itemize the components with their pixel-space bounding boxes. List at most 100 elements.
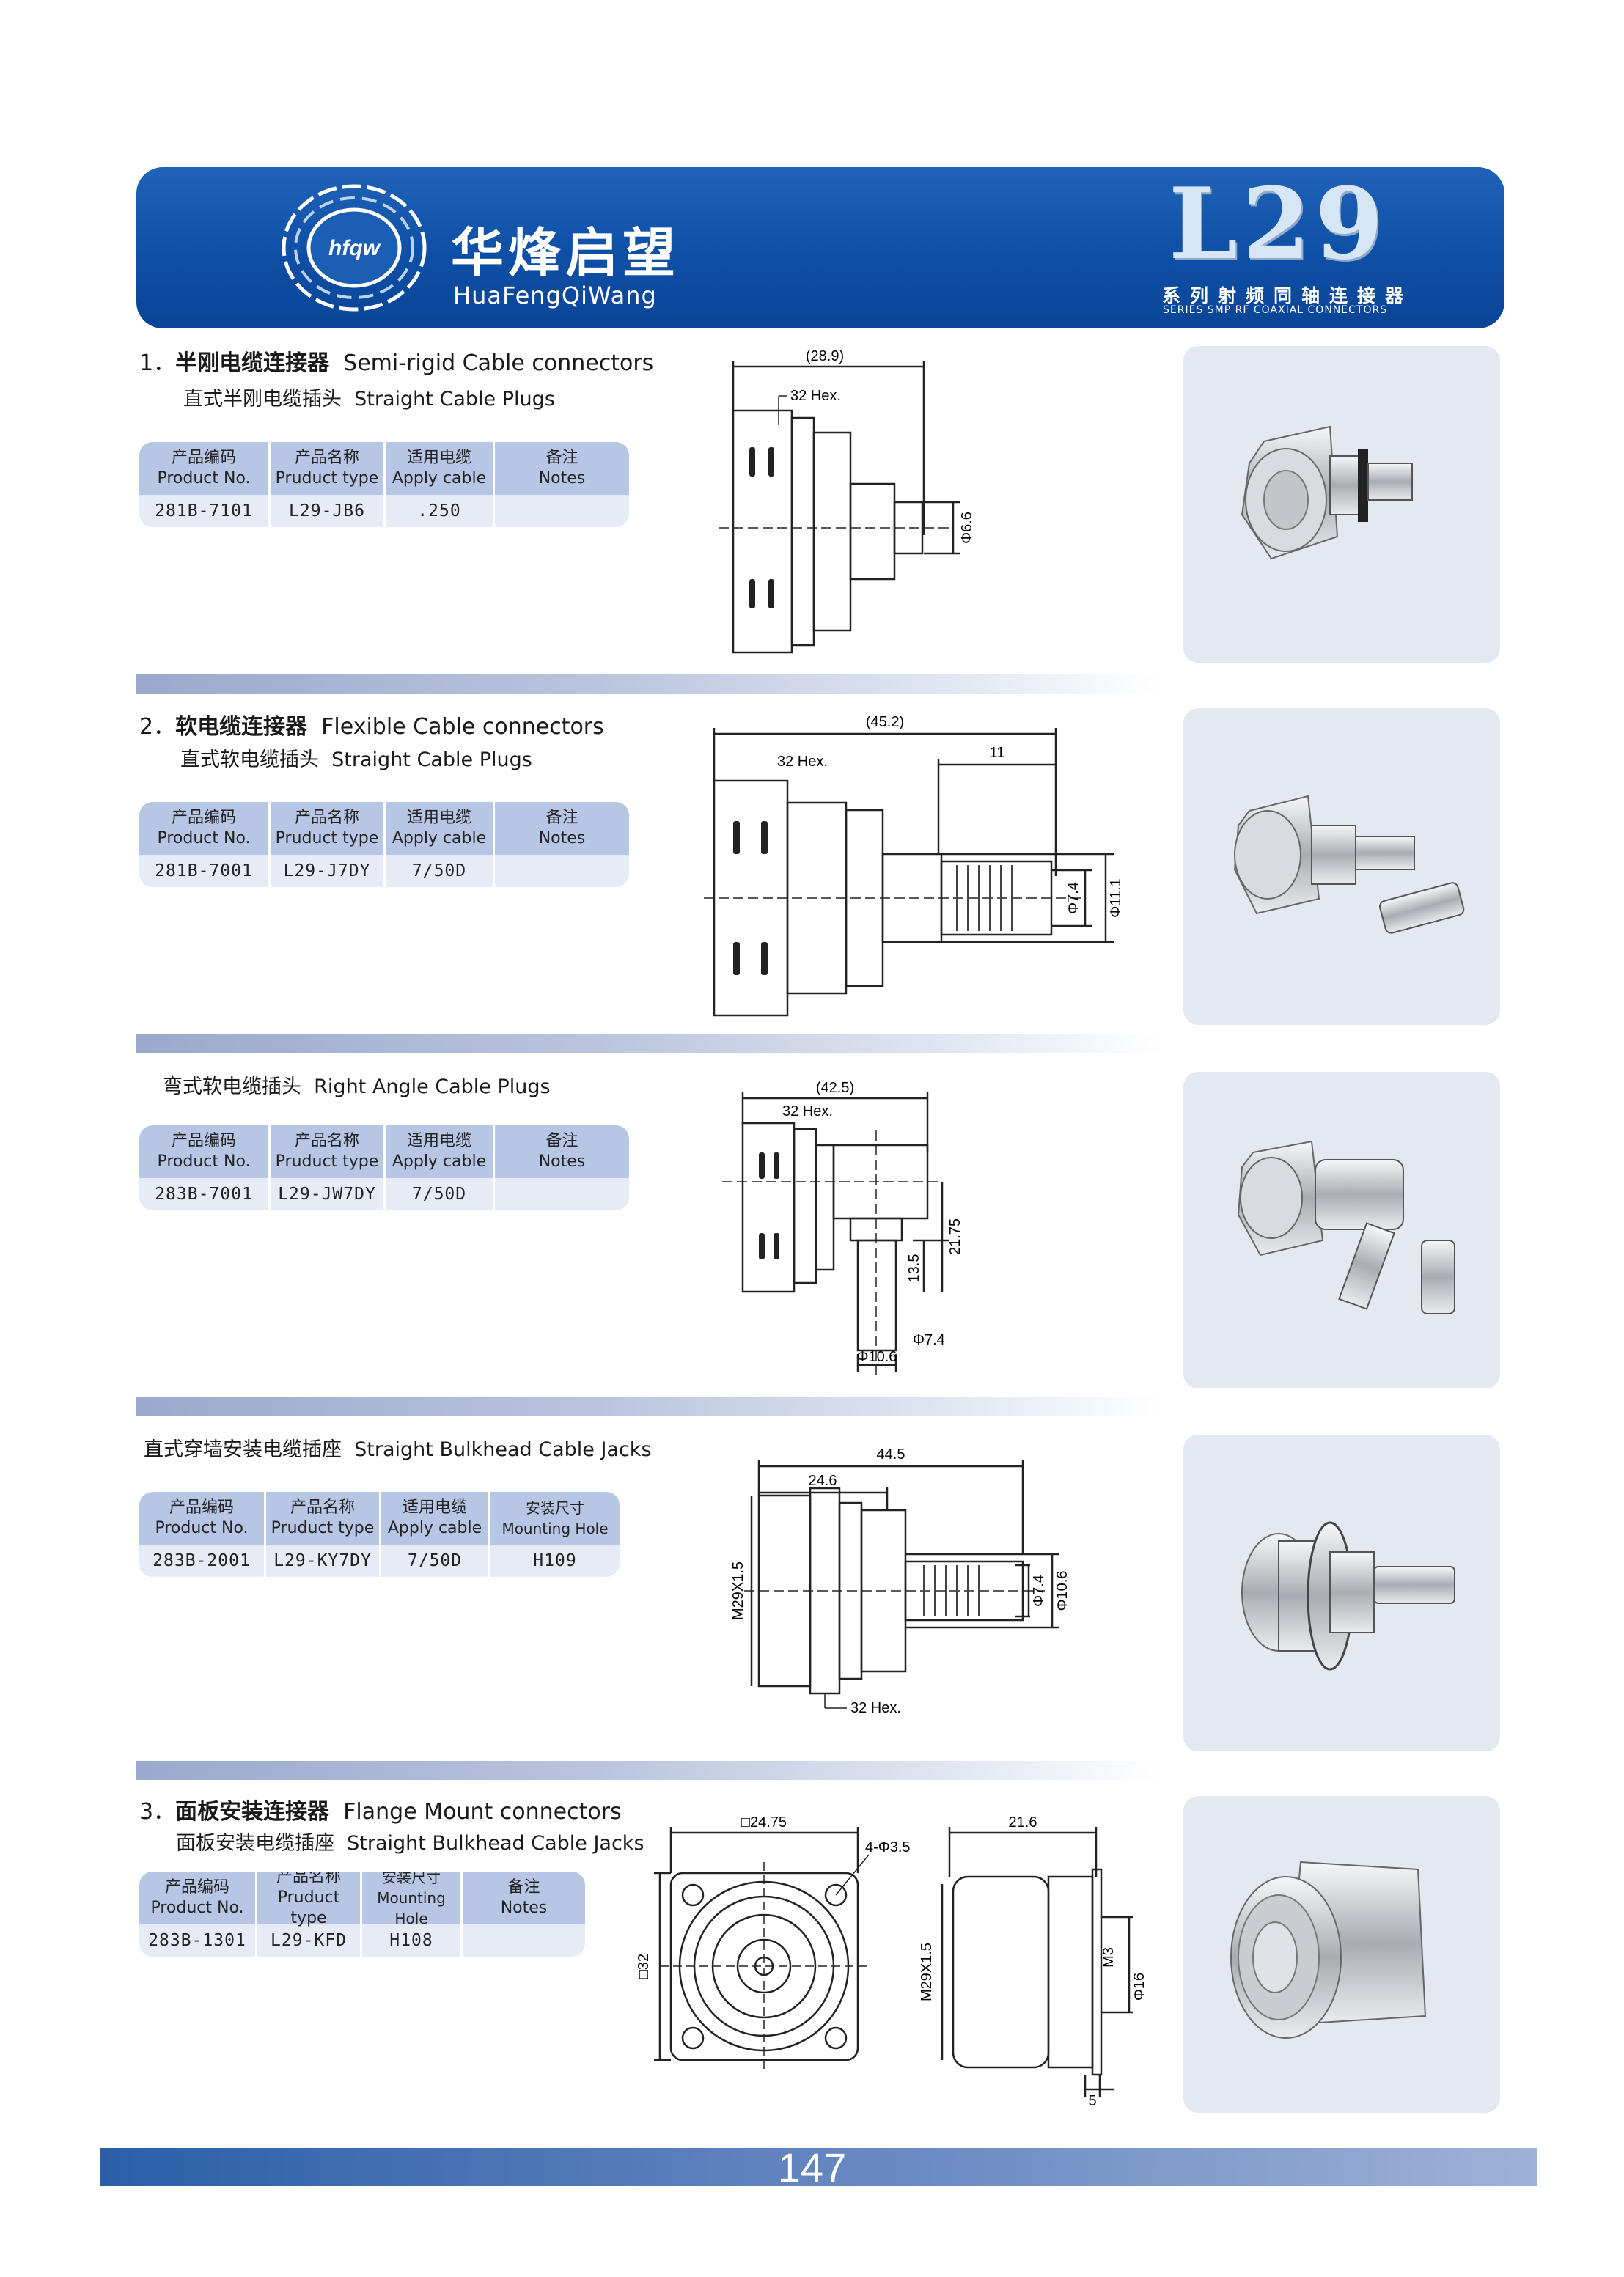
dim-hex: 32 Hex. xyxy=(790,388,841,404)
cell-notes xyxy=(495,495,629,527)
cell-notes xyxy=(463,1924,585,1957)
dim-thread: M29X1.5 xyxy=(730,1561,746,1620)
drawing-right-angle-plug: (42.5) 32 Hex. 13.5 21.75 Φ7.4 Φ10.6 xyxy=(722,1080,963,1380)
section-title-cn: 面板安装连接器 xyxy=(175,1799,330,1825)
drawing-flange-jack: □24.75 4-Φ3.5 □32 21.6 M29X1.5 M3 Φ16 5 xyxy=(636,1814,1144,2109)
series-code: L29 xyxy=(1169,166,1388,282)
subtitle-cn: 弯式软电缆插头 xyxy=(163,1075,301,1098)
table-row: 281B-7001 L29-J7DY 7/50D xyxy=(139,855,629,887)
dim-dia-inner: Φ7.4 xyxy=(913,1332,945,1348)
series-title-en: SERIES SMP RF COAXIAL CONNECTORS xyxy=(1163,304,1388,316)
brand-name-cn: 华烽启望 xyxy=(451,221,680,284)
photo-panel-3 xyxy=(1183,1072,1500,1388)
section-title-en: Semi-rigid Cable connectors xyxy=(343,350,654,376)
section-title-cn: 软电缆连接器 xyxy=(175,714,308,740)
dim-hex: 32 Hex. xyxy=(777,754,828,770)
dim-dia-inner: Φ7.4 xyxy=(1031,1575,1047,1607)
cell-product-type: L29-JB6 xyxy=(271,495,386,527)
section-3-subtitle: 弯式软电缆插头 Right Angle Cable Plugs xyxy=(163,1070,551,1099)
dim-thread: M29X1.5 xyxy=(919,1943,935,2001)
product-photo-flexible-plug xyxy=(1233,795,1465,934)
cell-product-type: L29-J7DY xyxy=(271,855,386,887)
subtitle-en: Right Angle Cable Plugs xyxy=(314,1075,551,1098)
section-5-title: 3．面板安装连接器 Flange Mount connectors xyxy=(139,1793,622,1825)
photo-panel-5 xyxy=(1183,1796,1500,2113)
table-row: 283B-2001 L29-KY7DY 7/50D H109 xyxy=(139,1545,620,1577)
section-1-subtitle: 直式半刚电缆插头 Straight Cable Plugs xyxy=(183,383,555,411)
section-number: 2． xyxy=(139,714,176,740)
cell-product-no: 281B-7101 xyxy=(139,495,271,527)
footer-bar xyxy=(100,2148,1537,2186)
dim-dia-outer: Φ10.6 xyxy=(1054,1571,1070,1611)
section-1-title: 1．半刚电缆连接器 Semi-rigid Cable connectors xyxy=(139,345,653,377)
cell-notes xyxy=(495,1178,629,1210)
section-5-subtitle: 面板安装电缆插座 Straight Bulkhead Cable Jacks xyxy=(176,1827,644,1855)
divider-bar xyxy=(136,1034,1163,1053)
cell-apply-cable: 7/50D xyxy=(381,1545,490,1577)
section-title-en: Flexible Cable connectors xyxy=(321,714,604,740)
table-row: 281B-7101 L29-JB6 .250 xyxy=(139,495,629,527)
cell-product-no: 283B-7001 xyxy=(139,1178,271,1210)
dim-dia-inner: Φ7.4 xyxy=(1065,882,1081,914)
section-title-en: Flange Mount connectors xyxy=(343,1799,622,1825)
subtitle-en: Straight Bulkhead Cable Jacks xyxy=(347,1832,644,1855)
divider-bar xyxy=(136,1397,1163,1416)
photo-panel-4 xyxy=(1183,1435,1500,1751)
dim-height-1: 13.5 xyxy=(906,1254,922,1283)
dim-dia: Φ16 xyxy=(1131,1973,1144,2001)
dim-dia-outer: Φ10.6 xyxy=(857,1349,897,1365)
section-title-cn: 半刚电缆连接器 xyxy=(175,350,330,376)
dim-overall: (42.5) xyxy=(816,1080,854,1096)
cell-mounting-hole: H108 xyxy=(362,1924,463,1957)
drawing-bulkhead-jack: 44.5 24.6 M29X1.5 32 Hex. Φ7.4 Φ10.6 xyxy=(730,1446,1070,1716)
dim-flange: 5 xyxy=(1088,2093,1096,2109)
divider-bar xyxy=(136,1761,1163,1780)
dim-overall: (45.2) xyxy=(866,714,904,730)
cell-apply-cable: 7/50D xyxy=(386,1178,495,1210)
cell-product-type: L29-KY7DY xyxy=(266,1545,381,1577)
section-number: 3． xyxy=(139,1799,176,1825)
section-2-title: 2．软电缆连接器 Flexible Cable connectors xyxy=(139,708,604,740)
product-photo-flange-jack xyxy=(1230,1861,1427,2039)
subtitle-en: Straight Bulkhead Cable Jacks xyxy=(354,1438,652,1461)
subtitle-cn: 面板安装电缆插座 xyxy=(176,1832,334,1855)
dim-dia-outer: Φ11.1 xyxy=(1108,878,1124,917)
subtitle-en: Straight Cable Plugs xyxy=(354,388,555,411)
product-photo-right-angle-plug xyxy=(1237,1140,1455,1314)
photo-panel-1 xyxy=(1183,346,1500,663)
section-2-subtitle: 直式软电缆插头 Straight Cable Plugs xyxy=(180,743,532,772)
photo-panel-2 xyxy=(1183,708,1500,1025)
table-row: 283B-7001 L29-JW7DY 7/50D xyxy=(139,1178,629,1210)
brand-logo: hfqw xyxy=(282,184,427,312)
table-row: 283B-1301 L29-KFD H108 xyxy=(139,1924,585,1957)
dim-hex: 32 Hex. xyxy=(782,1103,833,1119)
drawing-semi-rigid-plug: (28.9) 32 Hex. Φ6.6 xyxy=(719,348,975,654)
dim-length: 11 xyxy=(990,745,1005,761)
section-4-subtitle: 直式穿墙安装电缆插座 Straight Bulkhead Cable Jacks xyxy=(144,1433,652,1462)
subtitle-en: Straight Cable Plugs xyxy=(331,748,532,771)
cell-apply-cable: 7/50D xyxy=(386,855,495,887)
dim-length: 21.6 xyxy=(1009,1814,1037,1831)
